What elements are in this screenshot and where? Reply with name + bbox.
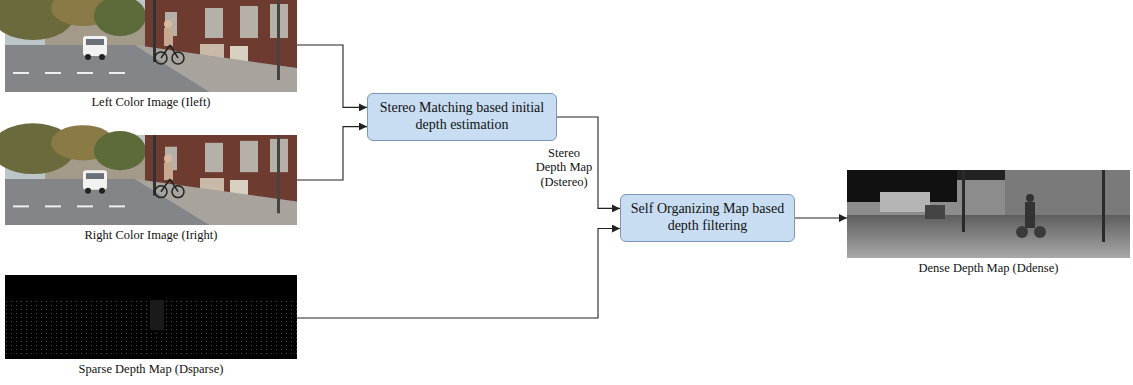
connector-arrow xyxy=(297,45,367,107)
sparse-depth-image xyxy=(5,275,297,359)
dense-car xyxy=(925,205,945,219)
box-label: Self Organizing Map based depth filterin… xyxy=(629,201,786,235)
image-panel: Right Color Image (Iright) xyxy=(5,135,297,243)
edge-label-holder: Stereo Depth Map (Dstereo) xyxy=(534,146,594,189)
dense-pole xyxy=(1102,170,1105,242)
box-label: Stereo Matching based initial depth esti… xyxy=(376,100,548,134)
image-caption: Right Color Image (Iright) xyxy=(5,228,297,243)
sparse-silhouette xyxy=(150,300,164,330)
dense-building xyxy=(1005,170,1130,222)
process-box: Self Organizing Map based depth filterin… xyxy=(620,194,795,242)
dense-ground xyxy=(847,215,1130,258)
dense-background xyxy=(847,170,1130,258)
image-caption: Dense Depth Map (Ddense) xyxy=(847,261,1130,276)
image-caption: Left Color Image (Ileft) xyxy=(5,95,297,110)
dense-cyclist xyxy=(1025,202,1035,228)
left-photo xyxy=(0,0,297,92)
process-box: Stereo Matching based initial depth esti… xyxy=(367,93,557,141)
dense-pole xyxy=(962,170,965,232)
image-panel: Left Color Image (Ileft) xyxy=(5,0,297,110)
dense-cyclist xyxy=(1034,226,1046,238)
connector-arrow xyxy=(297,229,620,318)
sparse-background xyxy=(5,275,297,359)
dense-depth-image xyxy=(847,170,1130,258)
dense-cyclist xyxy=(1016,226,1028,238)
sparse-points xyxy=(5,298,297,356)
connector-arrow xyxy=(795,217,847,218)
image-panel: Sparse Depth Map (Dsparse) xyxy=(5,275,297,377)
right-photo xyxy=(0,123,297,225)
edge-label: Stereo Depth Map (Dstereo) xyxy=(534,146,594,189)
image-panel: Dense Depth Map (Ddense) xyxy=(847,170,1130,276)
dense-cyclist xyxy=(1026,194,1034,202)
image-caption: Sparse Depth Map (Dsparse) xyxy=(5,362,297,377)
connector-arrow xyxy=(297,127,367,180)
dense-region xyxy=(880,192,930,212)
